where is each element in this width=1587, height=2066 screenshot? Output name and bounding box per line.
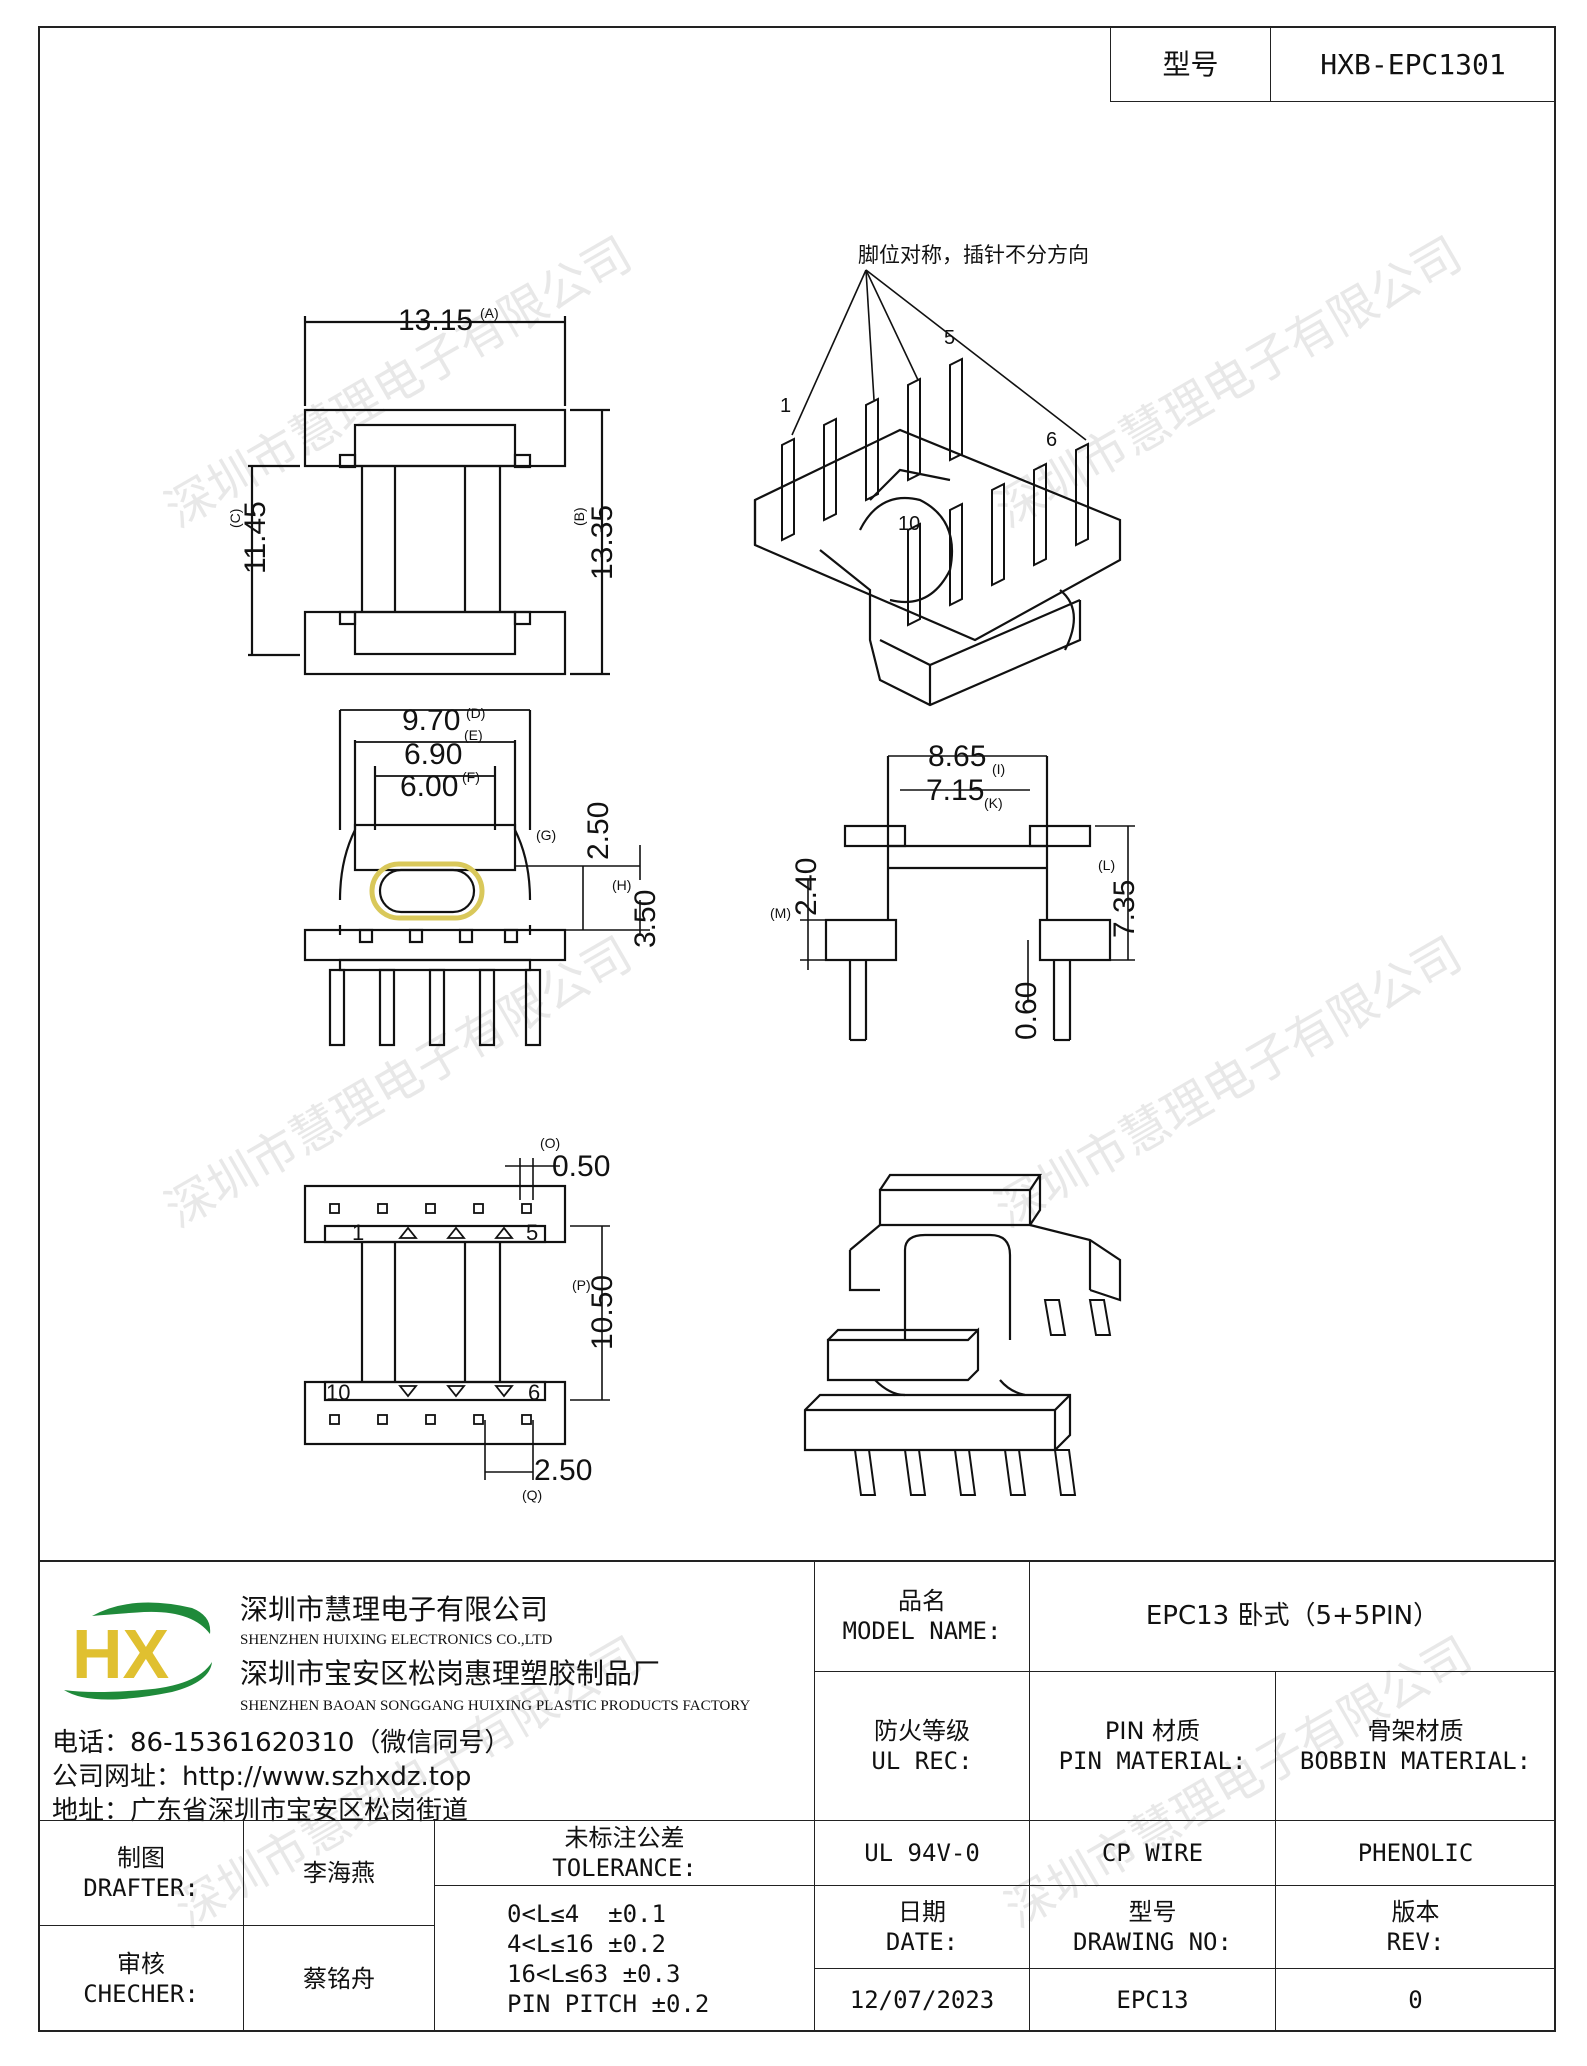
bottom-pin-1: 1	[352, 1220, 364, 1245]
dim-g-ref: (G)	[536, 827, 556, 843]
isometric-view-2	[803, 1173, 1122, 1496]
logo-text: HX	[72, 1615, 170, 1693]
dim-i-ref: (I)	[992, 761, 1005, 777]
dim-m-ref: (M)	[770, 905, 791, 921]
bottom-view	[303, 1158, 610, 1480]
front-view	[303, 709, 650, 1047]
drawing-no-label: 型号 DRAWING NO:	[1029, 1885, 1276, 1969]
dim-q-ref: (Q)	[522, 1487, 542, 1503]
model-name-label: 品名 MODEL NAME:	[814, 1560, 1030, 1672]
dim-d: 9.70	[402, 704, 460, 737]
dim-o-ref: (O)	[540, 1135, 560, 1151]
bottom-pin-10: 10	[326, 1380, 350, 1405]
model-name-value: EPC13 卧式（5+5PIN）	[1029, 1560, 1556, 1672]
dim-c: 11.45	[239, 501, 272, 574]
dim-m: 2.40	[790, 858, 823, 916]
dim-l: 7.35	[1108, 880, 1141, 938]
dim-k-ref: (K)	[984, 795, 1003, 811]
checker-name: 蔡铭舟	[243, 1925, 435, 2032]
date-label: 日期 DATE:	[814, 1885, 1030, 1969]
pin-material-label: PIN 材质 PIN MATERIAL:	[1029, 1671, 1276, 1821]
dim-e: 6.90	[404, 738, 462, 771]
tolerance-line: 16<L≤63 ±0.3	[507, 1959, 681, 1988]
pin-label-10: 10	[898, 513, 920, 535]
title-block	[38, 1560, 1556, 2034]
dim-h: 3.50	[629, 890, 662, 948]
dim-a-ref: (A)	[480, 305, 499, 321]
ul-value: UL 94V-0	[814, 1820, 1030, 1886]
front-pins	[328, 928, 542, 1047]
dim-q: 2.50	[534, 1454, 592, 1487]
rev-value: 0	[1275, 1968, 1556, 2032]
date-value: 12/07/2023	[814, 1968, 1030, 2032]
tolerance-line: 4<L≤16 ±0.2	[507, 1929, 666, 1958]
dim-e-ref: (E)	[464, 727, 483, 743]
pin-material-value: CP WIRE	[1029, 1820, 1276, 1886]
pin-label-6: 6	[1046, 429, 1057, 451]
drawing-no-value: EPC13	[1029, 1968, 1276, 2032]
pin-label-5: 5	[944, 327, 955, 349]
company-website: 公司网址：http://www.szhxdz.top	[52, 1762, 472, 1792]
dim-p: 10.50	[586, 1275, 619, 1350]
dim-b-ref: (B)	[571, 507, 587, 526]
bottom-pin-6: 6	[528, 1380, 540, 1405]
ul-label: 防火等级 UL REC:	[814, 1671, 1030, 1821]
company-name-cn-2: 深圳市宝安区松岗惠理塑胶制品厂	[240, 1657, 661, 1690]
tolerance-line: PIN PITCH ±0.2	[507, 1989, 710, 2018]
dim-k: 7.15	[926, 774, 984, 807]
isometric-view-1	[753, 269, 1122, 707]
pin-note: 脚位对称，插针不分方向	[858, 244, 1089, 267]
header-model-value: HXB-EPC1301	[1270, 26, 1556, 102]
tolerance-line: 0<L≤4 ±0.1	[507, 1899, 666, 1928]
company-address: 地址：广东省深圳市宝安区松岗街道	[52, 1796, 469, 1826]
dim-l-ref: (L)	[1098, 857, 1115, 873]
company-logo: HX	[52, 1590, 222, 1710]
dim-b: 13.35	[586, 505, 619, 580]
dim-d-ref: (D)	[466, 705, 485, 721]
dim-i: 8.65	[928, 740, 986, 773]
bobbin-material-label: 骨架材质 BOBBIN MATERIAL:	[1275, 1671, 1556, 1821]
dim-o: 0.50	[552, 1150, 610, 1183]
company-name-en-2: SHENZHEN BAOAN SONGGANG HUIXING PLASTIC …	[240, 1698, 751, 1714]
company-phone: 电话：86-15361620310（微信同号）	[52, 1728, 511, 1758]
header-model-label: 型号	[1110, 26, 1271, 102]
drafter-label: 制图 DRAFTER:	[38, 1820, 244, 1926]
right-panel-divider	[814, 1560, 815, 2032]
bottom-pin-5: 5	[526, 1220, 538, 1245]
drafter-name: 李海燕	[243, 1820, 435, 1926]
dim-g: 2.50	[582, 802, 615, 860]
top-view	[248, 316, 610, 676]
side-view	[800, 755, 1135, 1042]
bobbin-material-value: PHENOLIC	[1275, 1820, 1556, 1886]
tolerance-table: 0<L≤4 ±0.1 4<L≤16 ±0.2 16<L≤63 ±0.3 PIN …	[434, 1885, 815, 2032]
checker-label: 审核 CHECHER:	[38, 1925, 244, 2032]
dim-p-ref: (P)	[572, 1277, 591, 1293]
tolerance-label: 未标注公差 TOLERANCE:	[434, 1820, 815, 1886]
dim-c-ref: (C)	[227, 509, 243, 528]
pin-label-1: 1	[780, 395, 791, 417]
technical-drawing: 脚位对称，插针不分方向 1 5 6 10 13.15 (A) 11.45 (C)…	[227, 244, 1141, 1503]
dim-h-ref: (H)	[612, 877, 631, 893]
dim-a: 13.15	[398, 304, 473, 337]
dim-f-ref: (F)	[462, 769, 480, 785]
company-name-en-1: SHENZHEN HUIXING ELECTRONICS CO.,LTD	[240, 1632, 553, 1648]
dim-f: 6.00	[400, 770, 458, 803]
company-name-cn-1: 深圳市慧理电子有限公司	[240, 1593, 549, 1626]
dim-pin-diameter: 0.60	[1010, 982, 1043, 1040]
rev-label: 版本 REV:	[1275, 1885, 1556, 1969]
